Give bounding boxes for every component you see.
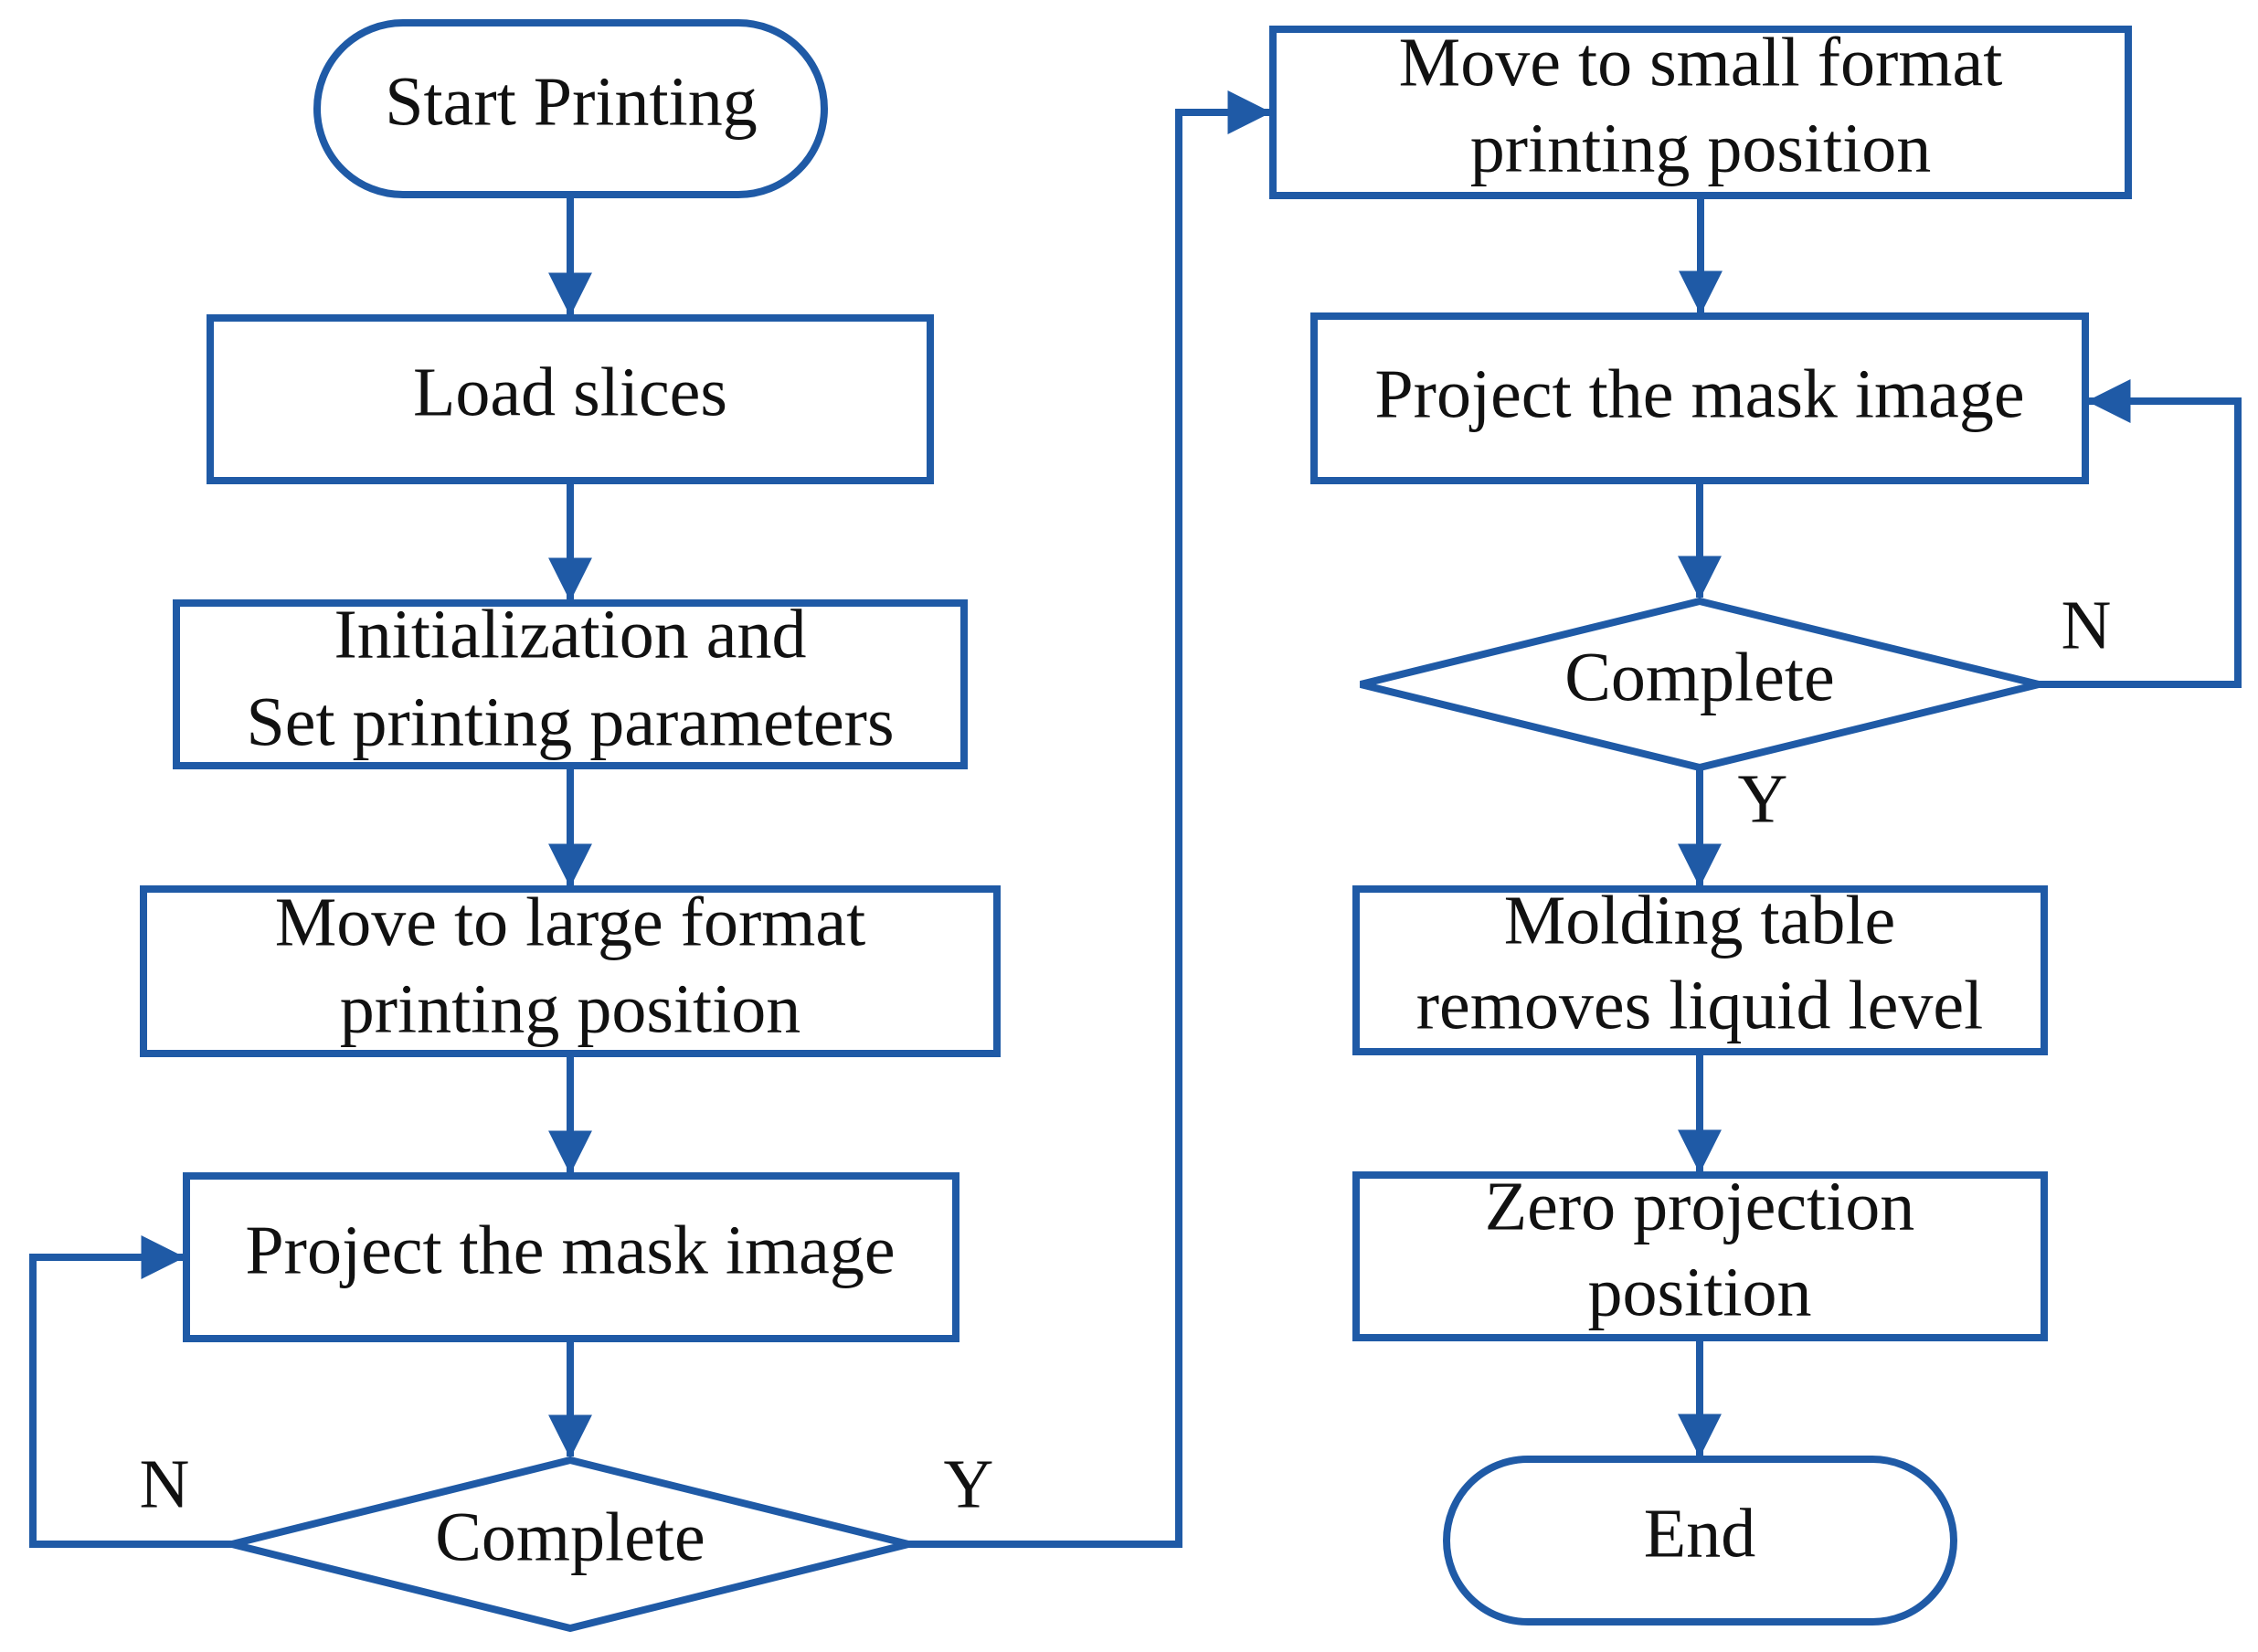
complete-right-label: Complete bbox=[1564, 639, 1835, 715]
initialization-box bbox=[173, 599, 968, 769]
move-large-format-box bbox=[140, 885, 1001, 1057]
move-small-format-label-line1: Move to small format bbox=[1399, 24, 2003, 101]
arrow-loop-right-no bbox=[2039, 379, 2242, 688]
zero-projection-label-line2: position bbox=[1588, 1254, 1812, 1330]
left-no-label: N bbox=[140, 1446, 190, 1522]
complete-left-label: Complete bbox=[435, 1498, 705, 1575]
right-yes-label: Y bbox=[1738, 760, 1788, 837]
move-small-format-box bbox=[1269, 26, 2132, 199]
project-mask-right-box bbox=[1310, 312, 2089, 484]
zero-projection-box bbox=[1352, 1171, 2048, 1341]
right-no-label: N bbox=[2062, 587, 2112, 663]
project-mask-left-label: Project the mask image bbox=[245, 1212, 895, 1288]
load-slices-label: Load slices bbox=[413, 354, 727, 430]
initialization-label-line1: Initialization and bbox=[334, 596, 806, 672]
left-yes-label: Y bbox=[944, 1446, 994, 1522]
molding-table-label-line2: removes liquid level bbox=[1416, 967, 1984, 1043]
move-large-format-label-line2: printing position bbox=[340, 970, 801, 1047]
arrow-left-yes-to-move-small bbox=[908, 90, 1272, 1548]
move-small-format-label-line2: printing position bbox=[1470, 110, 1932, 186]
end-label: End bbox=[1644, 1495, 1755, 1572]
start-label: Start Printing bbox=[385, 63, 757, 140]
load-slices-box bbox=[207, 314, 934, 484]
move-large-format-label-line1: Move to large format bbox=[275, 884, 866, 960]
molding-table-label-line1: Molding table bbox=[1504, 882, 1896, 958]
project-mask-right-label: Project the mask image bbox=[1374, 355, 2024, 432]
initialization-label-line2: Set printing parameters bbox=[246, 683, 894, 760]
end-terminator bbox=[1443, 1456, 1957, 1626]
arrow-loop-left-no bbox=[29, 1235, 232, 1548]
zero-projection-label-line1: Zero projection bbox=[1485, 1168, 1915, 1244]
